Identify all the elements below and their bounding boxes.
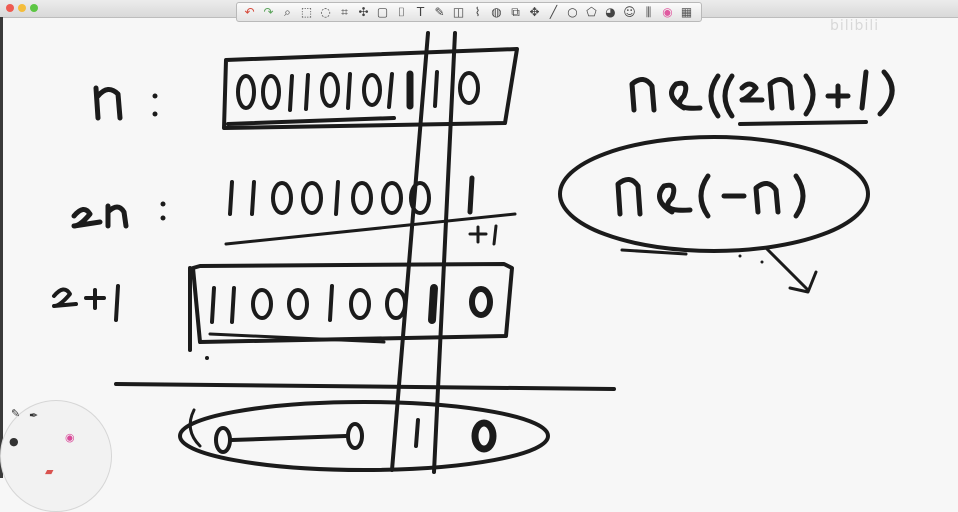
- fill-icon[interactable]: ◍: [491, 5, 502, 19]
- color-tool-icon[interactable]: ◉: [65, 431, 75, 444]
- result-digit-strokes: [214, 418, 497, 454]
- vertical-guide-right: [432, 31, 457, 474]
- window-left-edge: [0, 17, 3, 478]
- whiteboard-canvas[interactable]: [0, 0, 958, 478]
- pencil-icon[interactable]: ✎: [434, 5, 445, 19]
- n-digit-strokes: [236, 70, 480, 112]
- formula-circled-strokes: [615, 173, 806, 219]
- line-icon[interactable]: ╱: [549, 5, 558, 19]
- crop-icon[interactable]: ⌗: [341, 5, 348, 19]
- transform-icon[interactable]: ✥: [529, 5, 540, 19]
- n-plus-one-box: [191, 262, 514, 344]
- drawing-toolbar: ↶ ↷ ⌕ ⬚ ◌ ⌗ ✣ ▢ ⌷ T ✎ ◫ ⌇ ◍ ⧉ ✥ ╱ ○ ⬠ ◕ ☺ ⫼ ◉ ▦: [236, 2, 702, 22]
- text-icon[interactable]: T: [416, 5, 425, 19]
- result-ellipse: [178, 400, 550, 472]
- arrow-down-right: [764, 246, 818, 294]
- tool-palette: ✎ ✒ ◉ ● ▰: [0, 400, 112, 512]
- n-plus-one-underline: [208, 332, 386, 344]
- result-divider-line: [114, 382, 616, 391]
- not-n-digit-strokes: [228, 175, 475, 216]
- formula-top-strokes: [629, 69, 895, 119]
- select-rect-icon[interactable]: ⬚: [300, 5, 313, 19]
- vertical-guide-left: [390, 31, 430, 472]
- n-label-stroke: [93, 85, 123, 121]
- magic-select-icon[interactable]: ✣: [358, 5, 369, 19]
- brush-icon[interactable]: ⌇: [474, 5, 481, 19]
- palette-icon[interactable]: ◕: [605, 5, 616, 19]
- grid-icon[interactable]: ▦: [680, 5, 693, 19]
- shape-icon[interactable]: ▢: [376, 5, 389, 19]
- n-bits-underline: [226, 116, 396, 126]
- pen-tool-icon[interactable]: ✒: [29, 409, 39, 422]
- not-n-label-stroke: [71, 203, 129, 229]
- stamp-icon[interactable]: ⌷: [397, 5, 406, 19]
- close-window-button[interactable]: [6, 4, 14, 12]
- marker-tool-icon[interactable]: ●: [9, 435, 19, 448]
- undo-icon[interactable]: ↶: [244, 5, 255, 19]
- formula-circle: [558, 135, 870, 253]
- n-plus-one-digit-strokes: [210, 284, 493, 324]
- ellipse-icon[interactable]: ○: [567, 5, 578, 19]
- polygon-icon[interactable]: ⬠: [586, 5, 597, 19]
- plus-one-stroke: [468, 224, 498, 246]
- layers-icon[interactable]: ⧉: [511, 5, 520, 19]
- minimize-window-button[interactable]: [18, 4, 26, 12]
- n-plus-one-label-stroke: [52, 284, 120, 322]
- formula-circle-underline: [620, 248, 688, 256]
- not-n-underline: [224, 212, 517, 246]
- eraser-tool-icon[interactable]: ▰: [45, 465, 54, 478]
- pencil-tool-icon[interactable]: ✎: [11, 407, 21, 420]
- n-bits-box: [222, 47, 519, 130]
- portrait-icon[interactable]: ☺: [623, 5, 636, 19]
- color-wheel-icon[interactable]: ◉: [662, 5, 673, 19]
- formula-top-underline: [738, 120, 868, 126]
- redo-icon[interactable]: ↷: [263, 5, 274, 19]
- brush-set-icon[interactable]: ⫼: [645, 5, 652, 19]
- lasso-icon[interactable]: ◌: [320, 5, 331, 19]
- eraser-icon[interactable]: ◫: [452, 5, 465, 19]
- zoom-window-button[interactable]: [30, 4, 38, 12]
- watermark-logo: bilibili: [830, 18, 880, 34]
- zoom-icon[interactable]: ⌕: [284, 5, 291, 19]
